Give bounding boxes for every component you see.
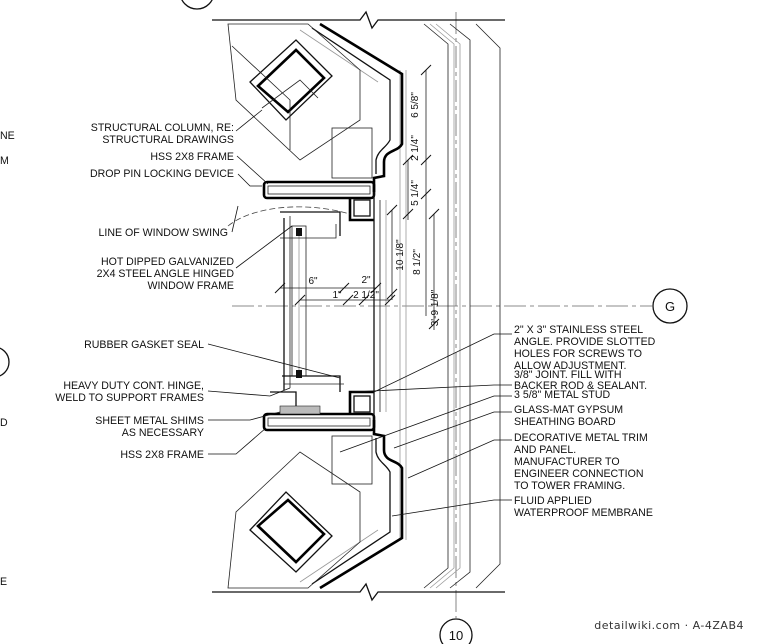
labels-left: STRUCTURAL COLUMN, RE: STRUCTURAL DRAWIN… (55, 122, 234, 461)
structural-column-upper (227, 23, 373, 179)
break-line-bottom (212, 582, 505, 602)
dim-5-1-4: 5 1/4" (410, 180, 421, 206)
label-sheathing: SHEATHING BOARD (514, 416, 616, 428)
dim-10-1-8: 10 1/8" (395, 239, 406, 271)
label-steel-angle: 2X4 STEEL ANGLE HINGED (97, 268, 235, 280)
dimension-lines (274, 64, 440, 330)
grid-line-g: G (232, 288, 688, 324)
decorative-metal-trim-lower (299, 420, 404, 590)
label-backer-rod: BACKER ROD & SEALANT. (514, 380, 647, 392)
edge-fragment-4: E (0, 576, 7, 588)
edge-fragment-2: M (0, 155, 9, 167)
label-hot-dipped: HOT DIPPED GALVANIZED (101, 256, 234, 268)
label-rubber-gasket: RUBBER GASKET SEAL (84, 339, 204, 351)
structural-column-lower (227, 435, 373, 589)
grid-bubble-g-label: G (665, 299, 675, 314)
window-swing-arc (227, 206, 351, 227)
dim-2-1-4: 2 1/4" (410, 135, 421, 161)
grid-bubble-left-partial (0, 347, 10, 377)
label-fluid-applied: FLUID APPLIED (514, 495, 592, 507)
label-hss-frame-lower: HSS 2X8 FRAME (120, 449, 204, 461)
wall-stud-lines (373, 192, 387, 420)
labels-right: 2" X 3" STAINLESS STEEL ANGLE. PROVIDE S… (514, 324, 656, 519)
label-allow-adjustment: ALLOW ADJUSTMENT. (514, 360, 626, 372)
dim-2: 2" (361, 275, 371, 286)
label-structural-column: STRUCTURAL COLUMN, RE: (91, 122, 234, 134)
grid-bubble-10 (439, 618, 473, 644)
label-metal-stud: 3 5/8" METAL STUD (514, 389, 611, 401)
edge-fragment-3: D (0, 417, 8, 429)
label-weld: WELD TO SUPPORT FRAMES (55, 392, 204, 404)
dim-2-1-2: 2 1/2" (353, 290, 379, 301)
hss-frame-lower (262, 390, 376, 432)
dim-6-5-8: 6 5/8" (410, 92, 421, 118)
label-as-necessary: AS NECESSARY (122, 427, 204, 439)
dim-3-9-1-8: 3'-9 1/8" (430, 289, 441, 326)
dim-1: 1" (332, 290, 342, 301)
grid-bubble-g (652, 288, 688, 324)
label-engineer-connection: ENGINEER CONNECTION (514, 468, 644, 480)
break-line-top (212, 10, 505, 30)
label-manufacturer: MANUFACTURER TO (514, 456, 620, 468)
leaders-right (339, 333, 512, 517)
label-structural-drawings: STRUCTURAL DRAWINGS (102, 134, 234, 146)
sheet-metal-shims (279, 405, 321, 415)
hss-frame-upper (262, 180, 376, 222)
label-hinge: HEAVY DUTY CONT. HINGE, (63, 380, 204, 392)
grid-bubble-top-partial (181, 0, 213, 10)
label-waterproof-membrane: WATERPROOF MEMBRANE (514, 507, 653, 519)
dim-8-1-2: 8 1/2" (412, 249, 423, 275)
dim-6: 6" (308, 276, 318, 287)
edge-fragment-1: NE (0, 130, 15, 142)
label-glass-mat: GLASS-MAT GYPSUM (514, 404, 623, 416)
label-window-swing: LINE OF WINDOW SWING (99, 227, 228, 239)
label-and-panel: AND PANEL. (514, 444, 576, 456)
label-tower-framing: TO TOWER FRAMING. (514, 480, 625, 492)
grid-line-10: 10 (439, 12, 473, 644)
hinged-window-frame (280, 211, 344, 392)
label-hss-frame-upper: HSS 2X8 FRAME (150, 151, 234, 163)
label-holes-for-screws: HOLES FOR SCREWS TO (514, 348, 642, 360)
decorative-metal-trim-upper (299, 22, 404, 192)
label-stainless-angle: 2" X 3" STAINLESS STEEL (514, 324, 643, 336)
grid-bubble-10-label: 10 (449, 628, 463, 643)
label-drop-pin: DROP PIN LOCKING DEVICE (90, 168, 234, 180)
exterior-wall-layers (399, 23, 501, 589)
label-window-frame: WINDOW FRAME (147, 280, 234, 292)
label-joint: 3/8" JOINT. FILL WITH (514, 369, 622, 381)
label-decorative-trim: DECORATIVE METAL TRIM (514, 432, 648, 444)
leaders-left (207, 109, 341, 455)
watermark: detailwiki.com · A-4ZAB4 (594, 619, 744, 632)
label-shims: SHEET METAL SHIMS (95, 415, 204, 427)
label-slotted-holes: ANGLE. PROVIDE SLOTTED (514, 336, 656, 348)
